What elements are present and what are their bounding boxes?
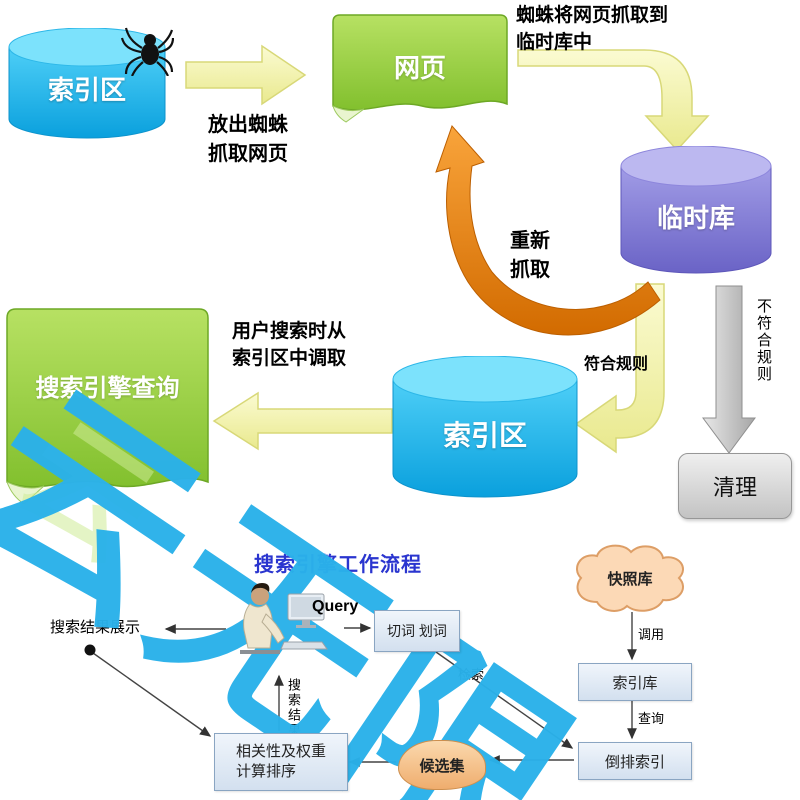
search-query-label: 搜索引擎查询 xyxy=(35,375,180,402)
bottom-title: 搜索引擎工作流程 xyxy=(254,554,422,576)
recrawl-line2: 抓取 xyxy=(510,259,550,281)
doc-webpage: 网页 xyxy=(330,12,510,128)
recrawl-note: 重新 抓取 xyxy=(500,224,560,282)
query-note-line2: 索引区中调取 xyxy=(232,348,347,369)
fetch-note-line1: 蜘蛛将网页抓取到 xyxy=(516,5,669,26)
results-label: 搜索结果 xyxy=(286,678,301,738)
index-top-label: 索引区 xyxy=(47,75,126,105)
arrow-tempdb-to-webpage-orange xyxy=(435,125,661,336)
line-segment-to-inverted xyxy=(435,651,574,749)
index-lib-box: 索引库 xyxy=(578,663,692,701)
snapshot-label: 快照库 xyxy=(607,571,653,588)
spider-note-line1: 放出蜘蛛 xyxy=(208,114,288,136)
query-note-line1: 用户搜索时从 xyxy=(232,321,347,342)
arrow-webpage-to-tempdb xyxy=(517,49,710,152)
candidate-label: 候选集 xyxy=(419,757,465,775)
clean-label: 清理 xyxy=(712,475,757,500)
lookup-label: 查询 xyxy=(638,711,665,726)
spider-note-line2: 抓取网页 xyxy=(208,143,288,165)
document-shape xyxy=(6,308,209,505)
cylinder-index-mid: 索引区 xyxy=(392,355,578,498)
results-display-label: 搜索结果展示 xyxy=(50,619,141,636)
rank-line2: 计算排序 xyxy=(235,763,296,780)
index-mid-label: 索引区 xyxy=(442,420,527,451)
document-shape xyxy=(332,14,508,123)
cylinder-temp-db: 临时库 xyxy=(620,145,772,274)
match-rule-label: 符合规则 xyxy=(584,356,649,373)
recrawl-line1: 重新 xyxy=(510,230,550,252)
results-dot xyxy=(84,644,96,656)
fetch-note-line2: 临时库中 xyxy=(516,32,593,53)
call-label: 调用 xyxy=(638,627,665,642)
segment-label: 切词 划词 xyxy=(387,623,447,639)
cylinder-shape xyxy=(620,145,772,274)
index-lib-label: 索引库 xyxy=(612,674,658,692)
segment-box: 切词 划词 xyxy=(374,610,460,652)
inverted-index-box: 倒排索引 xyxy=(578,742,692,780)
query-label: Query xyxy=(312,598,359,615)
user-at-computer-icon xyxy=(240,583,328,654)
spider-icon xyxy=(120,27,174,76)
arrow-index-to-querydoc xyxy=(212,391,393,451)
cylinder-index-top: 索引区 xyxy=(8,27,166,140)
webpage-label: 网页 xyxy=(393,53,446,83)
doc-search-query: 搜索引擎查询 xyxy=(4,306,211,513)
retrieve-label: 检索 xyxy=(458,667,485,682)
arrow-tempdb-to-index xyxy=(574,283,665,454)
spider-note: 放出蜘蛛 抓取网页 xyxy=(188,108,308,166)
arrow-tempdb-to-clean xyxy=(702,285,756,454)
cloud-shape xyxy=(576,544,684,612)
rank-box: 相关性及权重 计算排序 xyxy=(214,733,348,791)
snapshot-cloud: 快照库 xyxy=(565,540,695,615)
query-note: 用户搜索时从 索引区中调取 xyxy=(232,316,402,370)
temp-db-label: 临时库 xyxy=(656,203,735,233)
inverted-index-label: 倒排索引 xyxy=(604,753,665,771)
fetch-note: 蜘蛛将网页抓取到 临时库中 xyxy=(516,0,716,54)
cylinder-shape xyxy=(392,355,578,498)
clean-box: 清理 xyxy=(678,453,792,519)
arrow-index-to-webpage xyxy=(185,44,307,106)
candidate-blob: 候选集 xyxy=(398,740,486,790)
rank-line1: 相关性及权重 xyxy=(235,743,326,760)
line-results-to-rank xyxy=(92,652,212,737)
no-match-rule-label: 不符合规则 xyxy=(755,298,772,383)
